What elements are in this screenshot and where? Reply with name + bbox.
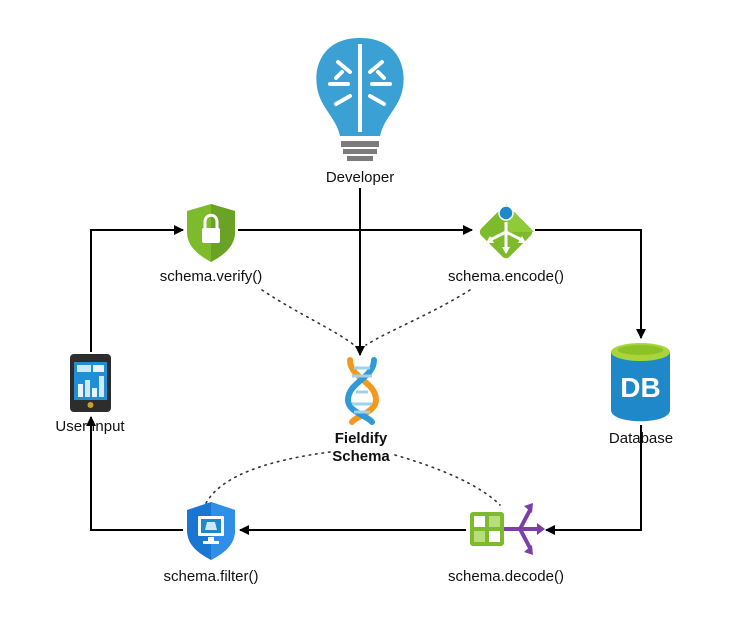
brain-lightbulb-icon [316, 38, 404, 161]
network-diamond-icon [479, 204, 534, 259]
filter-label: schema.filter() [163, 568, 259, 585]
edge-database-to-decode [545, 425, 642, 535]
schema-label: Fieldify Schema [301, 430, 421, 466]
verify-label: schema.verify() [159, 268, 263, 285]
encode-label: schema.encode() [448, 268, 564, 285]
dna-helix-icon [344, 357, 380, 425]
merge-arrows-icon [470, 503, 545, 555]
db-cylinder-icon [611, 343, 670, 422]
lock-shield-icon [187, 204, 235, 262]
schema-label-line2: Schema [332, 448, 390, 465]
userinput-label: User Input [55, 418, 125, 435]
edge-encode-to-database [535, 229, 646, 339]
monitor-shield-icon [187, 502, 235, 560]
schema-label-line1: Fieldify [334, 430, 388, 447]
decode-label: schema.decode() [448, 568, 564, 585]
dotted-encode-to-schema [365, 289, 471, 346]
db-badge: DB [620, 372, 660, 403]
edge-userinput-to-verify [90, 225, 184, 352]
dotted-schema-to-decode [394, 454, 501, 506]
tablet-chart-icon [70, 354, 111, 412]
dotted-verify-to-schema [261, 289, 355, 346]
developer-label: Developer [325, 169, 395, 186]
dotted-schema-to-filter [204, 451, 331, 506]
database-label: Database [608, 430, 674, 447]
edge-filter-to-userinput [86, 416, 183, 531]
